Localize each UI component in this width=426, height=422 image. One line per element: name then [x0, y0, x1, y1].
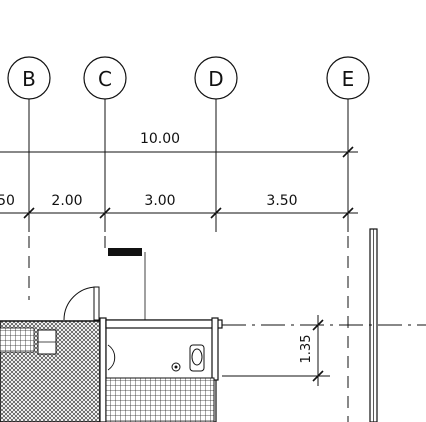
grid-bubble-c: C: [83, 56, 127, 100]
dimension-overall-label: 10.00: [140, 131, 180, 147]
grid-label-d: D: [208, 67, 223, 91]
grid-bubble-d: D: [194, 56, 238, 100]
dimension-line-overall: [0, 146, 358, 158]
dimension-segment-2-label: 2.00: [51, 193, 82, 209]
beam-marker: [108, 248, 142, 256]
dimension-line-vertical: [222, 315, 330, 386]
toilet-icon: [189, 344, 205, 372]
grid-label-b: B: [22, 67, 36, 91]
floor-drain-icon: [171, 362, 181, 372]
dimension-vertical-label: 1.35: [299, 335, 314, 364]
room-left-hatched: [0, 320, 101, 422]
dimension-segment-3-label: 3.00: [144, 193, 175, 209]
dimension-segment-1-label: 50: [0, 193, 15, 209]
room-bathroom: [105, 317, 223, 422]
grid-lines: [28, 99, 349, 422]
grid-bubble-b: B: [7, 56, 51, 100]
wall-c: [99, 317, 107, 422]
door-swing: [63, 286, 100, 321]
grid-label-e: E: [342, 67, 355, 91]
grid-bubble-e: E: [326, 56, 370, 100]
grid-label-c: C: [98, 67, 112, 91]
dimension-line-segments: [0, 207, 358, 219]
dimension-segment-4-label: 3.50: [266, 193, 297, 209]
